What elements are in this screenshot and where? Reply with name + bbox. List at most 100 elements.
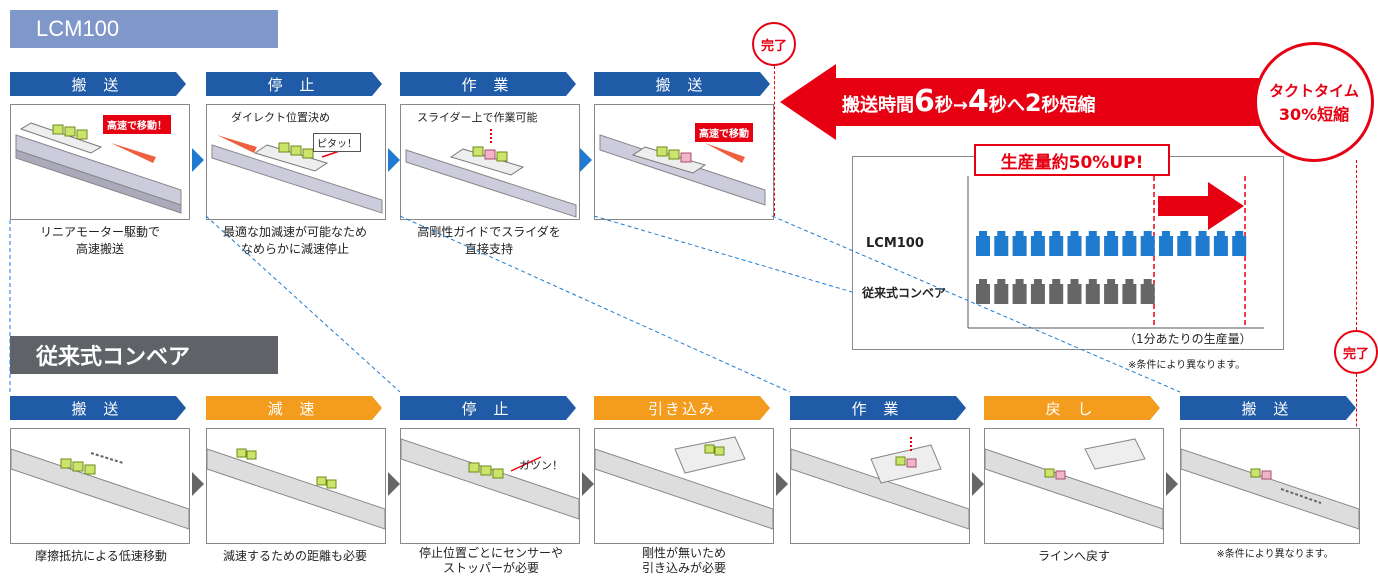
chart-unit-cap-lcm [1107, 231, 1116, 236]
chart-unit-cap-conveyor [1088, 279, 1097, 284]
conv-step-2: 減 速 [206, 396, 382, 420]
chart-unit-lcm [1159, 236, 1173, 256]
conv-next-arrow-1 [192, 472, 204, 496]
chart-title: 生産量約50%UP! [1000, 152, 1144, 173]
conv-illustration-3 [401, 438, 579, 520]
lcm-done-line [774, 66, 775, 216]
chart-unit-cap-lcm [1143, 231, 1152, 236]
chart-unit-cap-lcm [1052, 231, 1061, 236]
tact-time-badge: タクトタイム 30%短縮 [1254, 42, 1374, 162]
conv-panel-5 [790, 428, 970, 544]
chart-unit-conveyor [1030, 284, 1045, 304]
conv-illustration-1 [11, 448, 189, 530]
lcm-panel-4: 高速で移動 [594, 104, 774, 220]
chart-unit-lcm [1067, 236, 1082, 256]
lcm-title: LCM100 [36, 16, 120, 41]
chart-unit-cap-lcm [979, 231, 987, 236]
chart-unit-lcm [976, 236, 990, 256]
conv-caption-2: 減速するための距離も必要 [222, 549, 367, 563]
chart-unit-conveyor [1140, 284, 1155, 304]
lcm-done-badge: 完了 [752, 22, 796, 66]
lcm-work-on-slider-label: スライダー上で作業可能 [417, 111, 538, 124]
conv-caption-7: ※条件により異なります。 [1216, 549, 1334, 560]
conv-step-5: 作 業 [790, 396, 966, 420]
chart-unit-cap-lcm [1125, 231, 1134, 236]
conv-illustration-6 [985, 438, 1163, 530]
conv-next-arrow-4 [776, 472, 788, 496]
chart-unit-lcm [994, 236, 1009, 256]
chart-unit-lcm [1195, 236, 1210, 256]
arrow-n3: 2 [1024, 89, 1042, 117]
arrow-prefix: 搬送時間 [842, 95, 914, 116]
chart-series-label-conveyor: 従来式コンベア [862, 286, 947, 300]
conv-panel-7 [1180, 428, 1360, 544]
arrow-mid2: 秒へ [988, 95, 1025, 116]
chart-unit-lcm [1104, 236, 1119, 256]
chart-unit-cap-lcm [1015, 231, 1024, 236]
chart-unit-cap-lcm [1180, 231, 1189, 236]
conv-next-arrow-5 [972, 472, 984, 496]
conv-illustration-4 [595, 436, 773, 530]
conv-step-7: 搬 送 [1180, 396, 1356, 420]
time-reduction-arrow [780, 64, 1300, 140]
lcm-step-2: 停 止 [206, 72, 382, 96]
chart-unit-lcm [1140, 236, 1155, 256]
conv-step-3: 停 止 [400, 396, 576, 420]
chart-unit-conveyor [976, 284, 990, 304]
conveyor-title: 従来式コンベア [36, 344, 191, 369]
chart-unit-cap-conveyor [1033, 279, 1042, 284]
tact-line1: タクトタイム [1269, 81, 1359, 100]
arrow-n1: 6 [914, 84, 935, 119]
conv-caption-4: 剛性が無いため 引き込みが必要 [641, 546, 726, 575]
conv-gatsun-label: ガツン！ [519, 459, 563, 472]
chart-unit-lcm [1085, 236, 1100, 256]
conveyor-section-title: 従来式コンベア [10, 336, 278, 374]
chart-unit-cap-conveyor [997, 279, 1006, 284]
chart-unit-cap-lcm [1198, 231, 1207, 236]
conv-caption-3: 停止位置ごとにセンサーや ストッパーが必要 [418, 546, 563, 575]
chart-unit-conveyor [1049, 284, 1064, 304]
conv-illustration-2 [207, 448, 385, 530]
tact-line2: 30%短縮 [1278, 104, 1350, 124]
lcm-next-arrow-1 [192, 148, 204, 172]
chart-unit-cap-conveyor [1070, 279, 1079, 284]
conv-panel-4 [594, 428, 774, 544]
chart-unit-cap-lcm [1235, 231, 1244, 236]
chart-note: ※条件により異なります。 [1128, 360, 1246, 371]
arrow-mid1: 秒→ [934, 95, 968, 116]
conv-step-1: 搬 送 [10, 396, 186, 420]
chart-unit-conveyor [1085, 284, 1100, 304]
lcm-caption-3: 高剛性ガイドでスライダを 直接支持 [417, 225, 561, 256]
lcm-step-4: 搬 送 [594, 72, 770, 96]
chart-increase-arrow [1158, 182, 1244, 230]
chart-unit-cap-lcm [1216, 231, 1225, 236]
chart-series-label-lcm: LCM100 [866, 236, 924, 251]
conv-panel-2 [206, 428, 386, 544]
arrow-suffix: 秒短縮 [1041, 95, 1096, 116]
chart-unit-lcm [1213, 236, 1228, 256]
lcm-panel-3: スライダー上で作業可能 [400, 104, 580, 220]
lcm-step-3: 作 業 [400, 72, 576, 96]
chart-unit-cap-lcm [1033, 231, 1042, 236]
chart-unit-lcm [1012, 236, 1027, 256]
time-reduction-text: 搬送時間6秒→4秒へ2秒短縮 [842, 84, 1096, 119]
lcm-next-arrow-3 [580, 148, 592, 172]
chart-title-box: 生産量約50%UP! [974, 144, 1170, 176]
chart-unit-cap-conveyor [1015, 279, 1024, 284]
chart-unit-conveyor [1012, 284, 1027, 304]
lcm-tag-fast: 高速で移動！ [103, 115, 171, 134]
conv-panel-3: ガツン！ [400, 428, 580, 544]
chart-unit-cap-conveyor [1052, 279, 1061, 284]
chart-unit-cap-lcm [1088, 231, 1097, 236]
conveyor-done-badge: 完了 [1334, 330, 1378, 374]
chart-unit-cap-lcm [1070, 231, 1079, 236]
chart-unit-cap-lcm [997, 231, 1006, 236]
chart-unit-lcm [1049, 236, 1064, 256]
lcm-rail-illustration-2 [211, 135, 383, 214]
chart-unit-cap-conveyor [1107, 279, 1116, 284]
chart-unit-cap-lcm [1162, 231, 1170, 236]
lcm-panel-1: 高速で移動！ [10, 104, 190, 220]
chart-unit-conveyor [1104, 284, 1119, 304]
lcm-next-arrow-2 [388, 148, 400, 172]
